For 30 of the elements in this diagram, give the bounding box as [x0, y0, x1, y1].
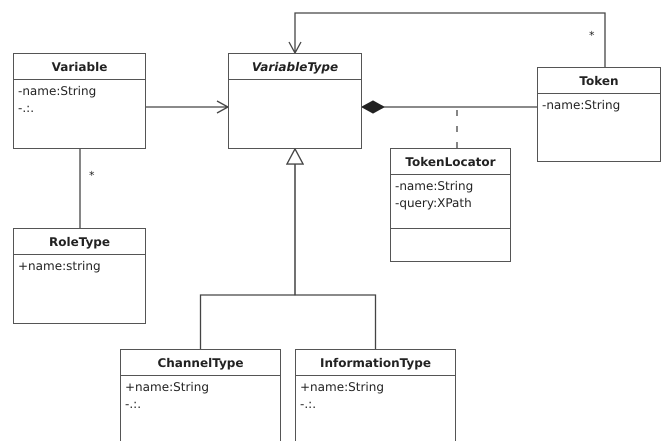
class-name: ChannelType	[157, 356, 244, 370]
class-box	[390, 148, 511, 262]
attribute-text: -name:String	[18, 84, 98, 99]
generalization-arrow	[286, 148, 376, 349]
attribute-text: +name:string	[18, 259, 102, 274]
class-name: VariableType	[252, 60, 338, 74]
class-name: RoleType	[48, 234, 110, 248]
attribute-text: -.:.	[125, 397, 142, 412]
class-box	[295, 349, 456, 441]
association-line	[79, 149, 81, 228]
class-box	[13, 228, 146, 324]
attribute-text: +name:String	[300, 380, 385, 395]
association-arrow	[288, 12, 606, 67]
class-name: InformationType	[320, 356, 431, 370]
composition-line	[362, 100, 537, 114]
class-name: Variable	[52, 60, 108, 74]
association-class-line	[456, 108, 458, 148]
attribute-text: -.:.	[18, 101, 36, 116]
attribute-text: -name:String	[395, 179, 474, 194]
attribute-text: -query:XPath	[395, 196, 473, 211]
class-box	[228, 53, 362, 149]
class-name: TokenLocator	[405, 154, 496, 168]
class-box	[120, 349, 281, 441]
attribute-text: -.:.	[300, 397, 318, 412]
class-box	[13, 53, 146, 149]
class-box	[537, 67, 661, 162]
association-arrow	[146, 100, 229, 114]
attribute-text: -name:String	[542, 98, 622, 113]
class-name: Token	[579, 74, 619, 88]
attribute-text: +name:String	[125, 380, 210, 395]
